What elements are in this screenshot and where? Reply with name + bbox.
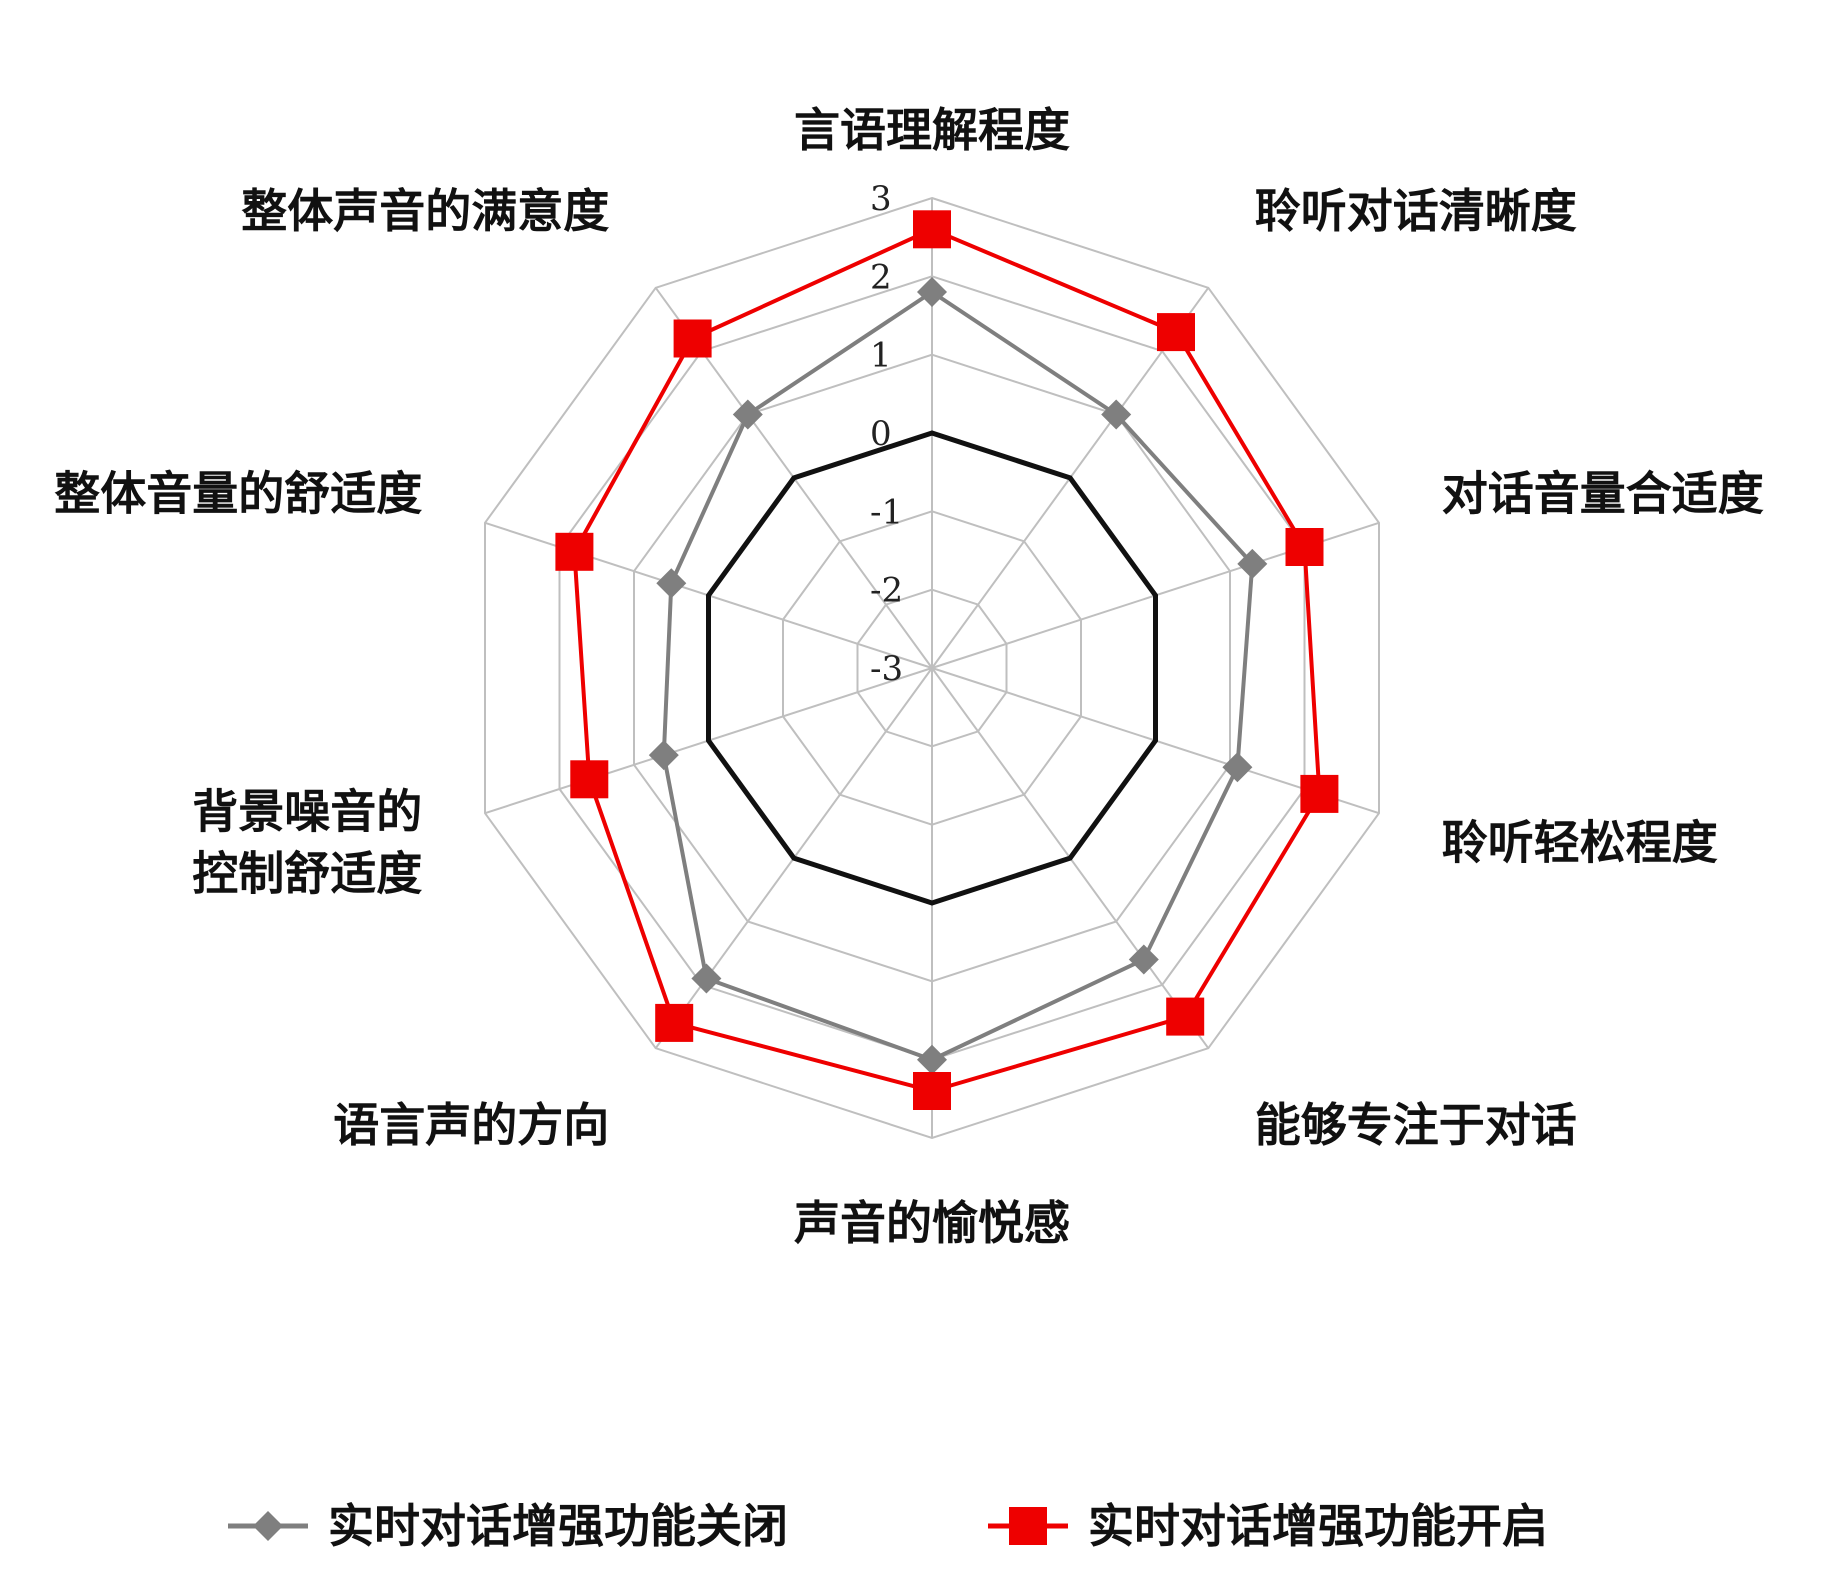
- tick-label: 1: [870, 336, 892, 376]
- tick-label: -3: [870, 649, 903, 689]
- legend: 实时对话增强功能关闭 实时对话增强功能开启: [228, 1499, 1548, 1553]
- series-point-diamond: [648, 740, 679, 771]
- series-point-square: [1285, 528, 1324, 566]
- series-point-square: [555, 532, 594, 571]
- axis-label: 对话音量合适度: [1442, 466, 1764, 520]
- legend-marker-square: [1009, 1507, 1047, 1545]
- tick-labels: 3 2 1 0 -1 -2 -3: [870, 179, 903, 689]
- tick-label: -1: [870, 492, 903, 532]
- axis-label: 能够专注于对话: [1255, 1098, 1577, 1152]
- axis-label: 整体音量的舒适度: [54, 466, 422, 520]
- legend-item-2: 实时对话增强功能开启: [988, 1499, 1548, 1553]
- axis-label: 背景噪音的控制舒适度: [192, 785, 422, 901]
- tick-label: -2: [870, 571, 903, 611]
- series-point-square: [913, 1072, 951, 1110]
- series-point-diamond: [1222, 752, 1253, 783]
- zero-baseline-layer: [706, 430, 1158, 906]
- series-layer: [555, 210, 1339, 1110]
- axis-label: 整体声音的满意度: [241, 184, 609, 238]
- axis-label: 聆听对话清晰度: [1255, 184, 1577, 238]
- legend-label: 实时对话增强功能关闭: [328, 1499, 788, 1553]
- axis-label: 声音的愉悦感: [794, 1196, 1070, 1250]
- legend-item-1: 实时对话增强功能关闭: [228, 1499, 788, 1553]
- series-2: [555, 210, 1339, 1110]
- axis-label-line: 控制舒适度: [192, 847, 422, 901]
- tick-label: 0: [870, 414, 892, 454]
- series-1: [648, 277, 1268, 1075]
- series-point-square: [1157, 313, 1195, 352]
- axis-label-line: 背景噪音的: [192, 785, 422, 839]
- series-point-diamond: [691, 963, 722, 994]
- series-point-square: [913, 210, 951, 249]
- axis-label: 聆听轻松程度: [1442, 816, 1718, 870]
- tick-label: 3: [870, 179, 892, 219]
- series-point-square: [1166, 997, 1205, 1036]
- series-point-square: [1300, 774, 1339, 813]
- series-point-diamond: [732, 399, 763, 430]
- series-point-square: [655, 1003, 694, 1042]
- series-point-square: [570, 760, 609, 799]
- series-point-diamond: [1101, 399, 1132, 430]
- series-point-diamond: [656, 568, 687, 599]
- legend-label: 实时对话增强功能开启: [1088, 1499, 1548, 1553]
- series-point-diamond: [1128, 944, 1159, 975]
- series-point-diamond: [917, 277, 947, 307]
- series-point-square: [673, 319, 712, 358]
- legend-marker-diamond: [253, 1511, 283, 1541]
- series-point-diamond: [1237, 548, 1268, 579]
- tick-label: 2: [870, 257, 892, 297]
- axis-label: 语言声的方向: [333, 1098, 609, 1152]
- series-point-diamond: [917, 1044, 947, 1075]
- zero-baseline: [706, 430, 1158, 906]
- axis-label: 言语理解程度: [794, 103, 1070, 157]
